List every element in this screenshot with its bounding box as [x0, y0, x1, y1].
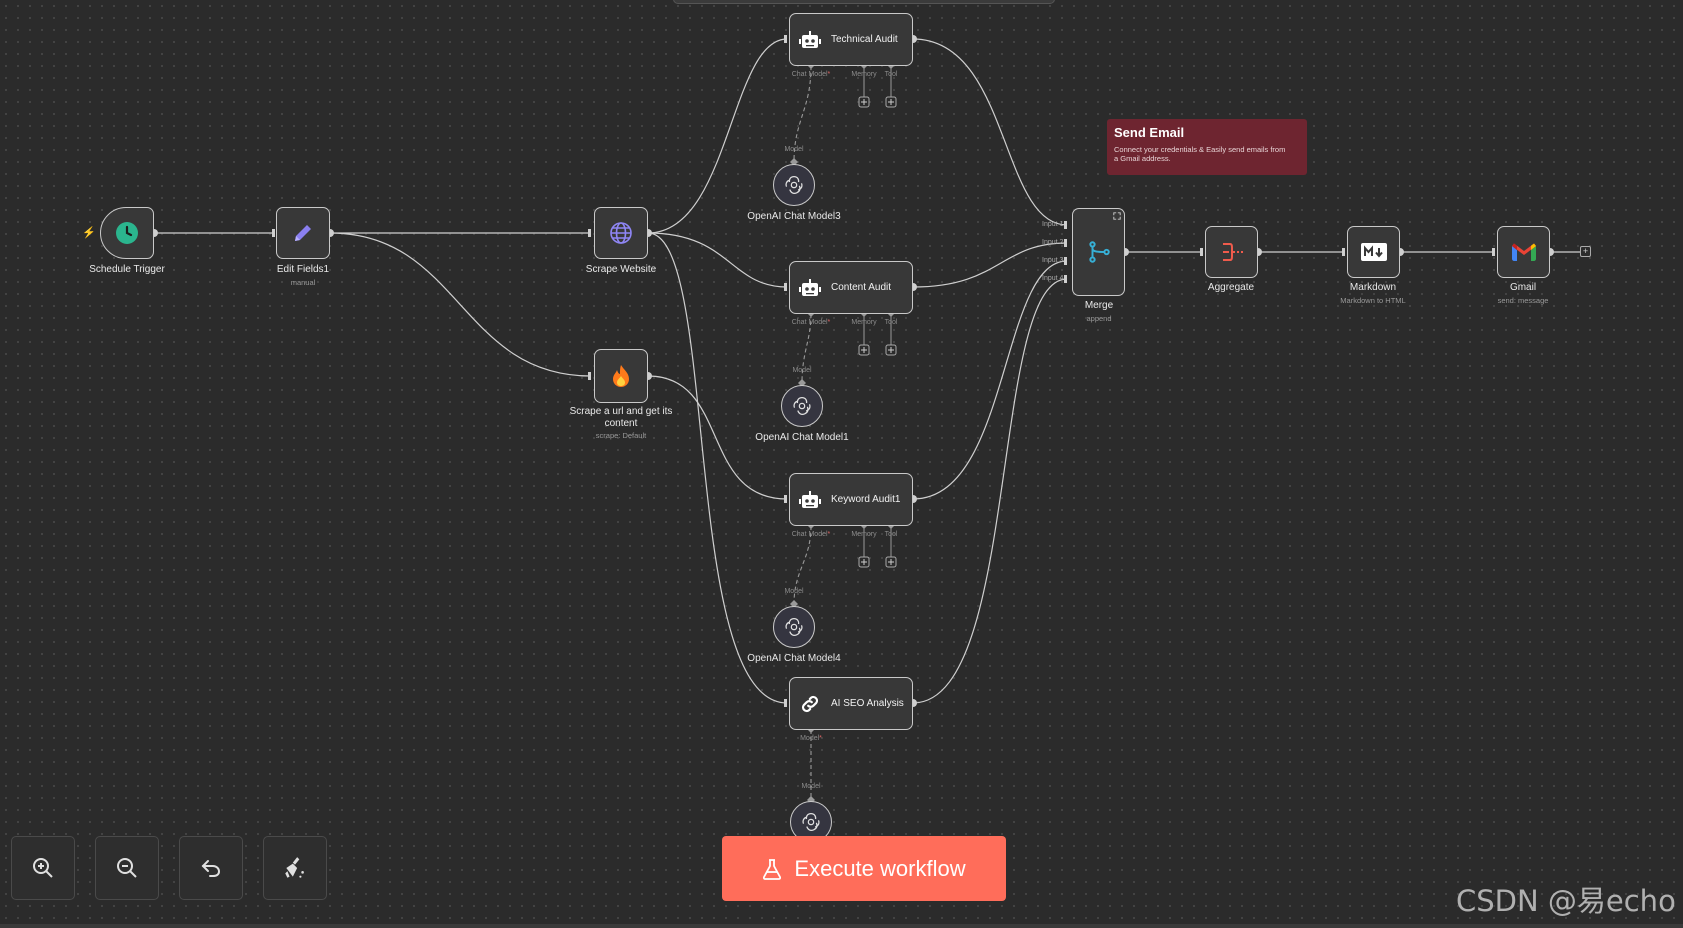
merge-input-4: Input 4 — [1042, 275, 1064, 282]
markdown-icon — [1360, 243, 1387, 261]
link-icon — [801, 695, 819, 712]
merge-input-2: Input 2 — [1042, 239, 1064, 246]
keyword-audit-chat-model-port: Chat Model — [792, 531, 831, 538]
keyword-audit-title: Keyword Audit1 — [831, 494, 901, 505]
content-audit-chat-model-port: Chat Model — [792, 319, 831, 326]
zoom-in-icon — [33, 858, 53, 878]
scrape-url-sublabel: scrape: Default — [595, 431, 647, 440]
gmail-icon — [1511, 243, 1536, 261]
flask-icon — [763, 858, 782, 880]
merge-icon — [1088, 241, 1110, 263]
node-merge[interactable] — [1072, 208, 1125, 296]
broom-icon — [285, 857, 304, 878]
node-schedule-trigger[interactable] — [100, 207, 154, 259]
schedule-trigger-label: Schedule Trigger — [89, 264, 165, 275]
node-ai-seo-analysis[interactable]: AI SEO Analysis — [789, 677, 913, 730]
content-audit-title: Content Audit — [831, 282, 892, 293]
node-scrape-url[interactable] — [594, 349, 648, 403]
node-openai-chat-model1[interactable] — [781, 385, 823, 427]
zoom-out-icon — [117, 858, 137, 878]
edit-fields-label: Edit Fields1 — [276, 264, 330, 275]
markdown-sublabel: Markdown to HTML — [1340, 296, 1406, 305]
openai1-label: OpenAI Chat Model1 — [755, 432, 849, 443]
content-audit-tool-port: Tool — [884, 319, 898, 326]
openai-icon — [802, 813, 820, 831]
undo-icon — [201, 860, 221, 877]
node-markdown[interactable] — [1347, 226, 1400, 278]
ai-seo-model-port: Model — [800, 735, 822, 742]
robot-icon — [799, 490, 821, 508]
node-content-audit[interactable]: Content Audit — [789, 261, 913, 314]
openai-bottom-model-port: Model — [801, 783, 821, 790]
top-toolbar-edge — [673, 0, 1055, 4]
node-technical-audit[interactable]: Technical Audit — [789, 13, 913, 66]
openai-icon — [793, 397, 811, 415]
pencil-icon — [295, 225, 311, 241]
fire-icon — [613, 365, 629, 387]
bottom-border — [0, 924, 1683, 928]
openai-icon — [785, 618, 803, 636]
node-gmail[interactable] — [1497, 226, 1550, 278]
aggregate-label: Aggregate — [1207, 282, 1255, 293]
markdown-label: Markdown — [1349, 282, 1397, 293]
add-node-plus-icon[interactable]: + — [1580, 246, 1591, 257]
sticky-title: Send Email — [1114, 125, 1185, 140]
openai-icon — [785, 176, 803, 194]
openai4-model-port: Model — [784, 588, 804, 595]
robot-icon — [799, 278, 821, 296]
merge-sublabel: append — [1086, 314, 1112, 323]
execute-workflow-label: Execute workflow — [794, 855, 966, 881]
scrape-url-label: Scrape a url and get its content — [569, 406, 673, 429]
gmail-sublabel: send: message — [1497, 296, 1549, 305]
merge-input-3: Input 3 — [1042, 257, 1064, 264]
merge-label: Merge — [1084, 300, 1114, 311]
clock-icon — [116, 222, 138, 244]
node-openai-chat-model3[interactable] — [773, 164, 815, 206]
undo-button[interactable] — [179, 836, 243, 900]
keyword-audit-memory-port: Memory — [851, 531, 877, 538]
sticky-body: Connect your credentials & Easily send e… — [1114, 145, 1286, 164]
zoom-in-button[interactable] — [11, 836, 75, 900]
globe-icon — [610, 222, 632, 244]
watermark-text: CSDN @易echo — [1456, 884, 1676, 918]
robot-icon — [799, 30, 821, 48]
openai3-model-port: Model — [784, 146, 804, 153]
node-keyword-audit[interactable]: Keyword Audit1 — [789, 473, 913, 526]
trigger-bolt-icon: ⚡ — [82, 227, 96, 239]
gmail-label: Gmail — [1509, 282, 1537, 293]
content-audit-memory-port: Memory — [851, 319, 877, 326]
keyword-audit-tool-port: Tool — [884, 531, 898, 538]
openai3-label: OpenAI Chat Model3 — [747, 211, 841, 222]
scrape-website-label: Scrape Website — [585, 264, 657, 275]
openai1-model-port: Model — [792, 367, 812, 374]
node-aggregate[interactable] — [1205, 226, 1258, 278]
zoom-out-button[interactable] — [95, 836, 159, 900]
edit-fields-sublabel: manual — [290, 278, 316, 287]
technical-audit-title: Technical Audit — [831, 34, 898, 45]
openai4-label: OpenAI Chat Model4 — [747, 653, 841, 664]
node-edit-fields[interactable] — [276, 207, 330, 259]
expand-icon — [1113, 212, 1121, 220]
merge-input-1: Input 1 — [1042, 221, 1064, 228]
clean-up-button[interactable] — [263, 836, 327, 900]
technical-audit-chat-model-port: Chat Model — [792, 71, 831, 78]
ai-seo-title: AI SEO Analysis — [831, 698, 904, 709]
aggregate-icon — [1222, 243, 1243, 261]
technical-audit-memory-port: Memory — [851, 71, 877, 78]
execute-workflow-button[interactable]: Execute workflow — [722, 836, 1006, 901]
sticky-note-send-email[interactable]: Send Email Connect your credentials & Ea… — [1107, 119, 1307, 175]
technical-audit-tool-port: Tool — [884, 71, 898, 78]
node-openai-chat-model4[interactable] — [773, 606, 815, 648]
node-scrape-website[interactable] — [594, 207, 648, 259]
